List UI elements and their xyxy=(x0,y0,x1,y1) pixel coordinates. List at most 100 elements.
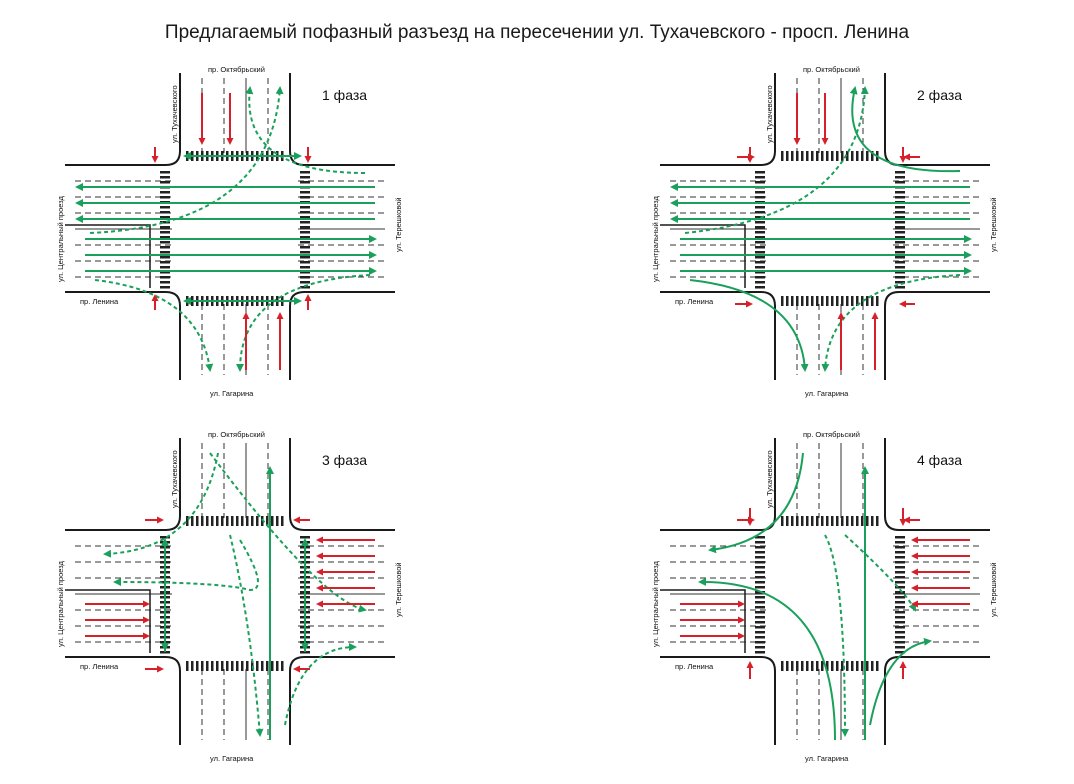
crosswalk-stripe xyxy=(895,611,905,614)
crosswalk-stripe xyxy=(755,646,765,649)
crosswalk-stripe xyxy=(221,661,224,671)
crosswalk-stripe xyxy=(300,246,310,249)
crosswalk-stripe xyxy=(236,661,239,671)
crosswalk-stripe xyxy=(241,516,244,526)
crosswalk-stripe xyxy=(160,236,170,239)
median-west xyxy=(65,589,151,653)
curb-sw xyxy=(660,656,776,745)
street-label-tukhachevskogo: ул. Тухачевского xyxy=(765,450,774,508)
crosswalk-stripe xyxy=(300,266,310,269)
crosswalk-stripe xyxy=(895,261,905,264)
crosswalk-stripe xyxy=(895,276,905,279)
street-label-north: пр. Октябрьский xyxy=(803,65,860,74)
traffic-arrow xyxy=(284,643,357,726)
crosswalk-stripe xyxy=(300,231,310,234)
crosswalk-stripe xyxy=(160,536,170,539)
crosswalk-stripe xyxy=(836,516,839,526)
curb-ne xyxy=(289,438,395,531)
crosswalk-stripe xyxy=(755,641,765,644)
crosswalk-stripe xyxy=(796,661,799,671)
crosswalk-stripe xyxy=(300,221,310,224)
crosswalk-stripe xyxy=(895,571,905,574)
crosswalk-stripe xyxy=(300,286,310,289)
street-label-west: ул. Центральный проезд xyxy=(651,560,660,647)
crosswalk-stripe xyxy=(895,211,905,214)
crosswalk-stripe xyxy=(755,586,765,589)
phase-label: 3 фаза xyxy=(322,452,367,468)
crosswalk-stripe xyxy=(781,661,784,671)
crosswalk-stripe xyxy=(826,151,829,161)
crosswalk-stripe xyxy=(895,251,905,254)
crosswalk-stripe xyxy=(755,176,765,179)
crosswalk-stripe xyxy=(895,616,905,619)
crosswalk-stripe xyxy=(836,661,839,671)
crosswalk-stripe xyxy=(160,276,170,279)
crosswalk-stripe xyxy=(755,631,765,634)
traffic-arrow xyxy=(94,279,214,372)
crosswalk-stripe xyxy=(271,516,274,526)
crosswalk-stripe xyxy=(826,516,829,526)
crosswalk-stripe xyxy=(895,601,905,604)
crosswalk-stripe xyxy=(871,296,874,306)
crosswalk-stripe xyxy=(831,661,834,671)
crosswalk-stripe xyxy=(806,296,809,306)
crosswalk-stripe xyxy=(755,566,765,569)
crosswalk-stripe xyxy=(160,221,170,224)
crosswalk-stripe xyxy=(826,296,829,306)
crosswalk-stripe xyxy=(836,296,839,306)
crosswalk-stripe xyxy=(895,566,905,569)
crosswalk-stripe xyxy=(895,561,905,564)
crosswalk-stripe xyxy=(300,251,310,254)
crosswalk-stripe xyxy=(866,151,869,161)
crosswalk-stripe xyxy=(895,206,905,209)
crosswalk-stripe xyxy=(876,516,879,526)
crosswalk-stripe xyxy=(791,661,794,671)
crosswalk-stripe xyxy=(781,151,784,161)
crosswalk-stripe xyxy=(851,151,854,161)
crosswalk-stripe xyxy=(755,601,765,604)
crosswalk-stripe xyxy=(160,211,170,214)
curb-nw xyxy=(660,73,776,166)
crosswalk-stripe xyxy=(846,516,849,526)
street-label-east: ул. Терешковой xyxy=(394,197,403,252)
crosswalk-stripe xyxy=(895,241,905,244)
crosswalk-stripe xyxy=(796,516,799,526)
crosswalk-stripe xyxy=(266,516,269,526)
crosswalk-stripe xyxy=(755,221,765,224)
curb-ne xyxy=(884,438,990,531)
crosswalk-stripe xyxy=(841,151,844,161)
crosswalk-stripe xyxy=(196,516,199,526)
street-label-lenina: пр. Ленина xyxy=(80,297,119,306)
crosswalk-stripe xyxy=(755,216,765,219)
crosswalk-stripe xyxy=(211,661,214,671)
street-label-north: пр. Октябрьский xyxy=(208,65,265,74)
crosswalk-stripe xyxy=(755,196,765,199)
crosswalk-stripe xyxy=(160,196,170,199)
crosswalk-stripe xyxy=(871,516,874,526)
crosswalk-stripe xyxy=(791,296,794,306)
page-title: Предлагаемый пофазный разъезд на пересеч… xyxy=(164,22,910,43)
phase-panel-1: пр. Октябрьский ул. Гагарина пр. Ленина ул.… xyxy=(56,65,403,398)
crosswalk-stripe xyxy=(841,661,844,671)
crosswalk-stripe xyxy=(851,516,854,526)
crosswalk-stripe xyxy=(871,151,874,161)
crosswalk-stripe xyxy=(801,516,804,526)
street-label-lenina: пр. Ленина xyxy=(80,662,119,671)
crosswalk-stripe xyxy=(160,181,170,184)
crosswalk-stripe xyxy=(841,516,844,526)
street-label-south: ул. Гагарина xyxy=(210,389,254,398)
crosswalk-stripe xyxy=(895,231,905,234)
crosswalk-stripe xyxy=(755,171,765,174)
crosswalk-stripe xyxy=(221,516,224,526)
crosswalk-stripe xyxy=(851,296,854,306)
crosswalk-stripe xyxy=(846,151,849,161)
crosswalk-stripe xyxy=(846,296,849,306)
crosswalk-stripe xyxy=(781,516,784,526)
crosswalk-stripe xyxy=(755,596,765,599)
crosswalk-stripe xyxy=(300,226,310,229)
crosswalk-stripe xyxy=(811,296,814,306)
crosswalk-stripe xyxy=(201,516,204,526)
crosswalk-stripe xyxy=(246,661,249,671)
curb-se xyxy=(289,656,395,745)
